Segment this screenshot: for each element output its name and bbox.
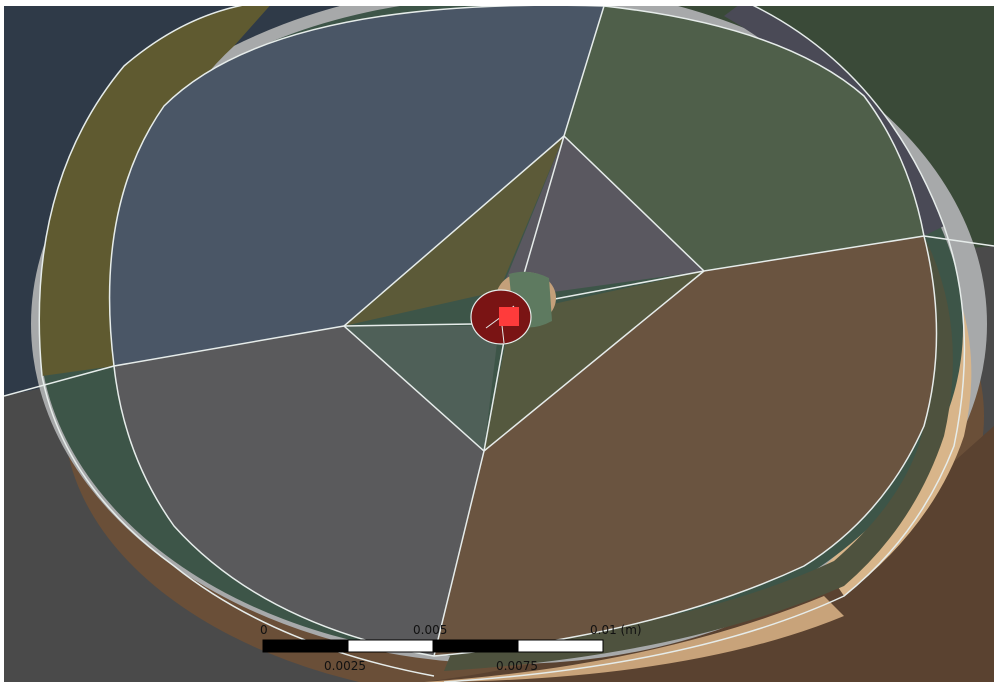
disk-face-gray — [114, 326, 484, 656]
edge-diamond — [342, 135, 705, 452]
edge-spoke-right — [543, 270, 705, 302]
center-hub[interactable] — [470, 271, 556, 345]
scale-segment-2 — [347, 639, 434, 653]
center-face-top-right — [499, 136, 704, 296]
graphics-viewport[interactable]: 0 0.005 0.01 (m) 0.0025 0.0075 — [4, 6, 994, 682]
edge-upper-right — [563, 6, 925, 272]
edge-bottom — [433, 450, 485, 657]
outer-rim-lower-tan — [424, 596, 844, 682]
scale-label-00075: 0.0075 — [496, 659, 538, 673]
outer-ring-yellow-segment — [39, 6, 270, 376]
scale-label-00025: 0.0025 — [324, 659, 366, 673]
disk-face-green — [564, 6, 924, 271]
scale-segment-4 — [517, 639, 604, 653]
mesh-edges — [4, 6, 994, 682]
edge-spoke-left — [343, 323, 475, 327]
scale-label-0005: 0.005 — [413, 623, 447, 637]
disk-face-brown — [434, 236, 937, 656]
scale-bar: 0 0.005 0.01 (m) 0.0025 0.0075 — [260, 623, 642, 673]
hub-edge-a — [485, 316, 502, 329]
edge-left — [113, 325, 345, 367]
edge-spoke-bottom — [483, 340, 505, 452]
model-canvas[interactable]: 0 0.005 0.01 (m) 0.0025 0.0075 — [4, 6, 994, 682]
edge-outer-right — [443, 6, 966, 682]
edge-inner-circle — [108, 6, 938, 657]
edge-spoke-top — [518, 135, 565, 292]
scale-segment-3 — [432, 639, 519, 653]
edge-outer-bottom-left — [41, 375, 435, 677]
edge-background-left — [4, 365, 115, 397]
scale-segment-1 — [262, 639, 349, 653]
lower-right-body — [424, 426, 994, 682]
center-face-bottom-left — [344, 326, 499, 451]
selected-face-marker[interactable] — [499, 307, 519, 326]
edge-outer-left — [38, 6, 243, 377]
edge-background-right — [923, 235, 994, 247]
scale-label-001: 0.01 (m) — [590, 623, 642, 637]
disk-face-blue — [109, 6, 604, 366]
scale-label-0: 0 — [260, 623, 268, 637]
